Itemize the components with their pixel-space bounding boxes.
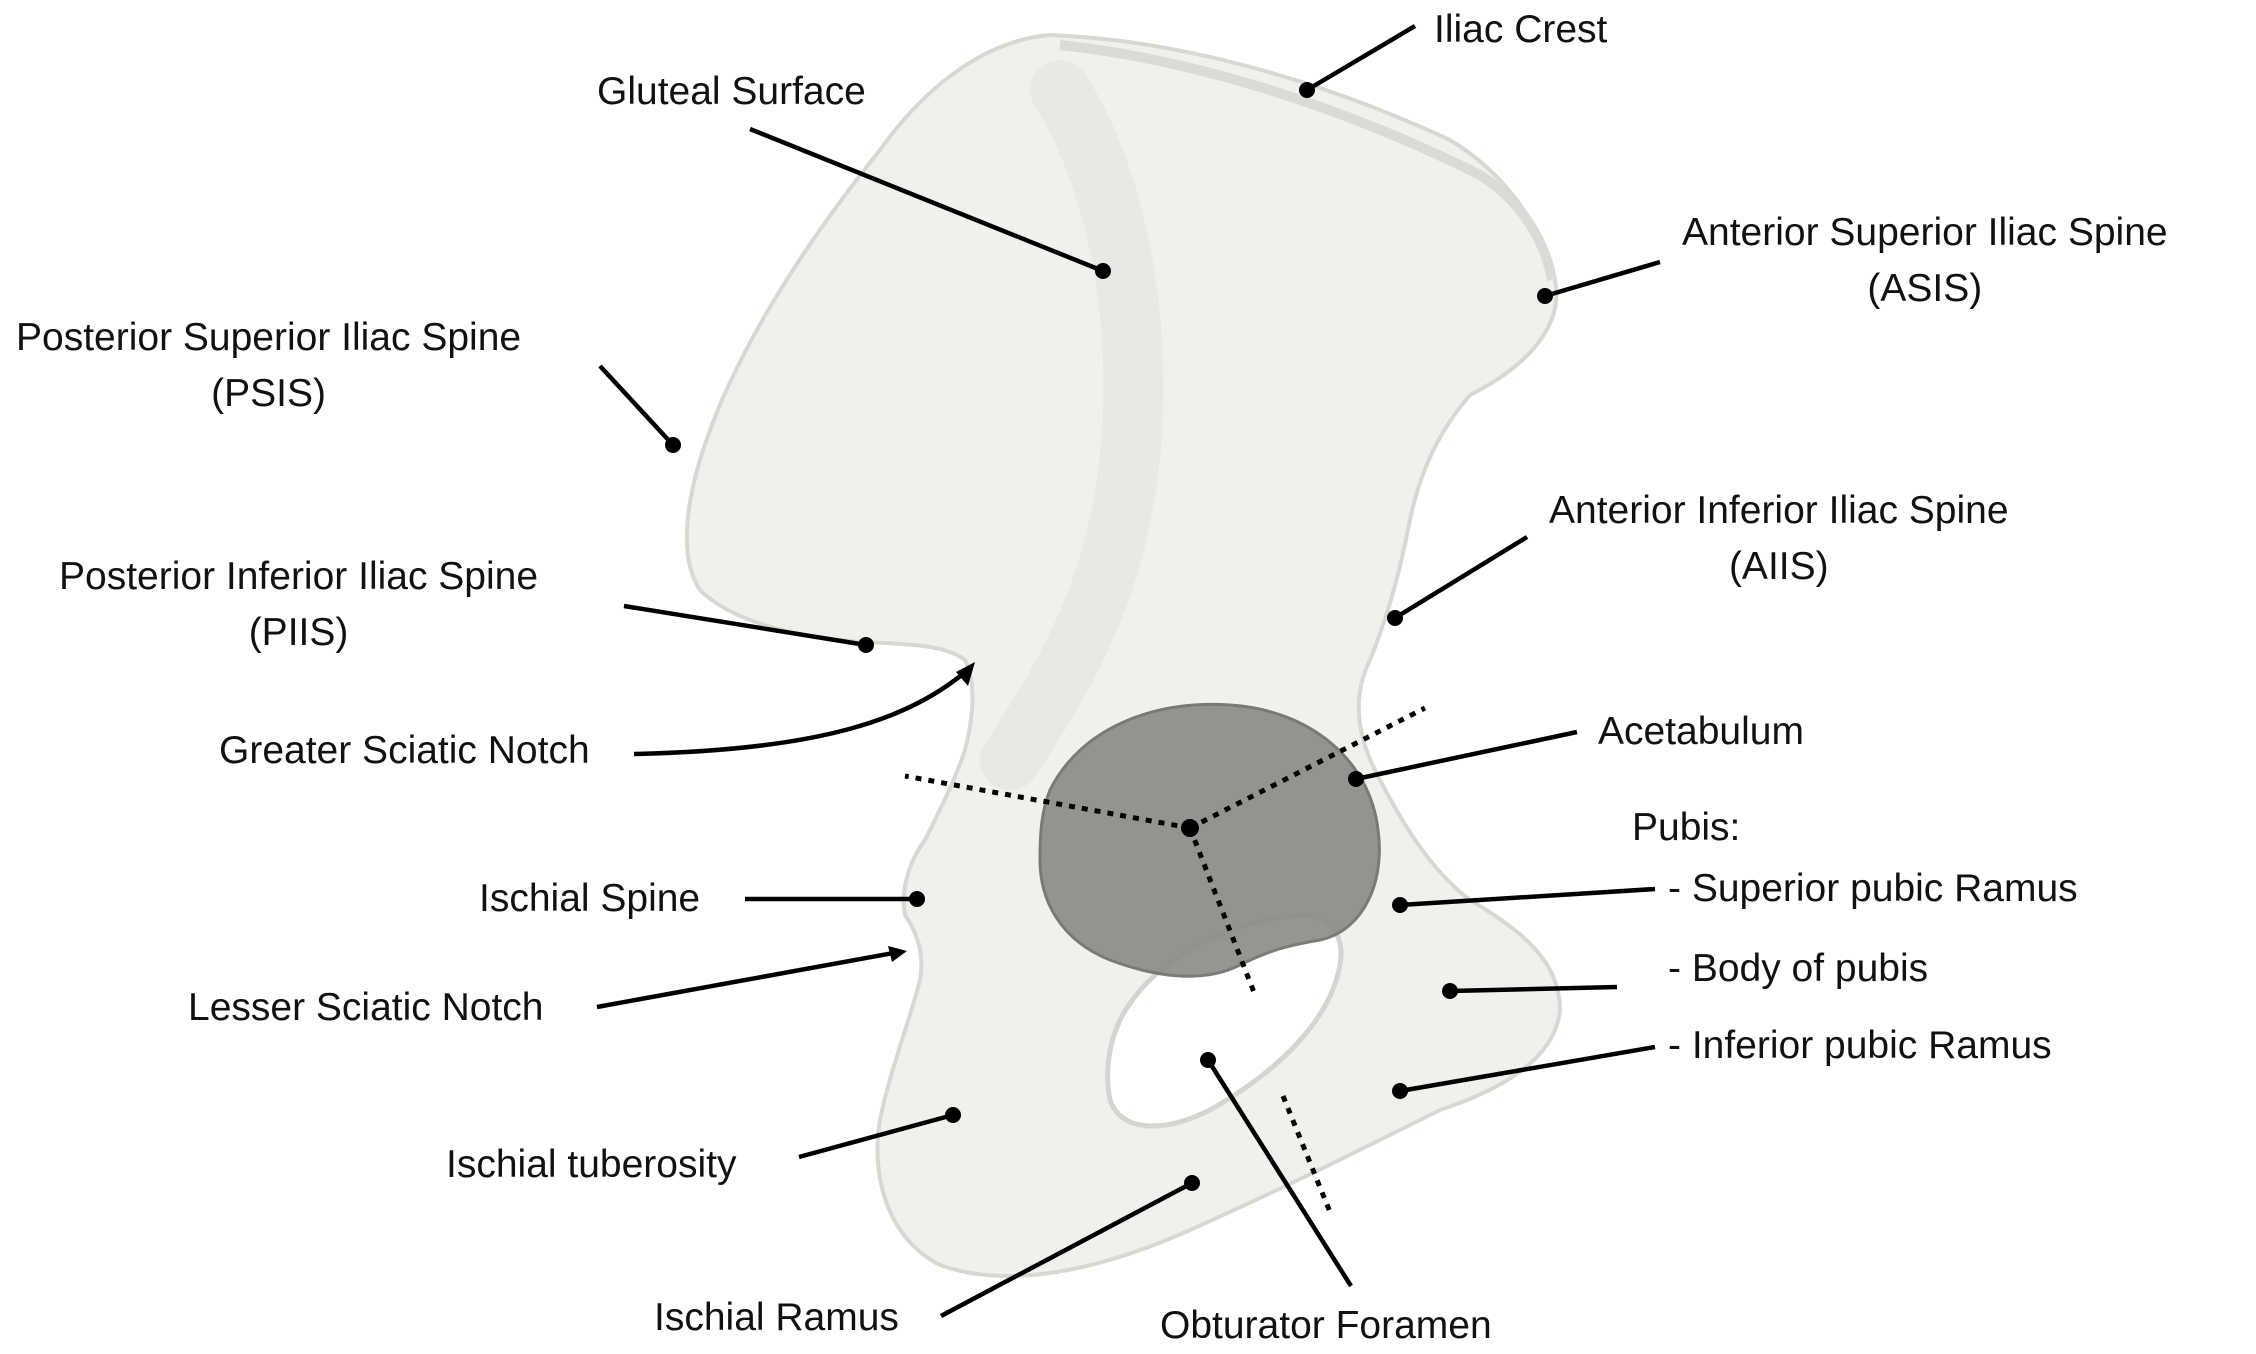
label-asis-line1: Anterior Superior Iliac Spine: [1682, 205, 2168, 261]
label-asis-line2: (ASIS): [1682, 261, 2168, 317]
dot-asis: [1537, 288, 1553, 304]
dot-iliac-crest: [1299, 82, 1315, 98]
dot-aiis: [1387, 610, 1403, 626]
acetabulum-region: [1040, 704, 1379, 976]
dot-inferior-pubic-ramus: [1392, 1083, 1408, 1099]
label-psis: Posterior Superior Iliac Spine (PSIS): [16, 310, 521, 422]
label-gluteal-surface: Gluteal Surface: [597, 64, 866, 120]
label-superior-pubic-ramus: - Superior pubic Ramus: [1668, 861, 2078, 917]
label-greater-sciatic-notch: Greater Sciatic Notch: [219, 723, 590, 779]
dot-gluteal-surface: [1095, 263, 1111, 279]
dot-obturator-foramen: [1200, 1052, 1216, 1068]
label-ischial-spine: Ischial Spine: [479, 871, 700, 927]
dot-acetabulum: [1348, 771, 1364, 787]
label-acetabulum: Acetabulum: [1598, 704, 1804, 760]
label-aiis-line2: (AIIS): [1549, 539, 2009, 595]
dot-psis: [665, 437, 681, 453]
arrowhead-lesser-sciatic-notch: [888, 946, 907, 962]
label-aiis-line1: Anterior Inferior Iliac Spine: [1549, 483, 2009, 539]
label-asis: Anterior Superior Iliac Spine (ASIS): [1682, 205, 2168, 317]
label-psis-line1: Posterior Superior Iliac Spine: [16, 310, 521, 366]
label-psis-line2: (PSIS): [16, 366, 521, 422]
dot-ischial-ramus: [1184, 1175, 1200, 1191]
dot-body-of-pubis: [1442, 983, 1458, 999]
dot-piis: [858, 637, 874, 653]
label-piis: Posterior Inferior Iliac Spine (PIIS): [59, 549, 538, 661]
dot-ischial-tuberosity: [945, 1107, 961, 1123]
label-obturator-foramen: Obturator Foramen: [1160, 1298, 1492, 1354]
label-lesser-sciatic-notch: Lesser Sciatic Notch: [188, 980, 543, 1036]
label-body-of-pubis: - Body of pubis: [1668, 941, 1928, 997]
label-ischial-ramus: Ischial Ramus: [654, 1290, 899, 1346]
label-aiis: Anterior Inferior Iliac Spine (AIIS): [1549, 483, 2009, 595]
label-inferior-pubic-ramus: - Inferior pubic Ramus: [1668, 1018, 2052, 1074]
label-pubis-heading: Pubis:: [1632, 800, 1740, 856]
label-iliac-crest: Iliac Crest: [1434, 2, 1607, 58]
label-ischial-tuberosity: Ischial tuberosity: [446, 1137, 736, 1193]
label-piis-line1: Posterior Inferior Iliac Spine: [59, 549, 538, 605]
label-piis-line2: (PIIS): [59, 605, 538, 661]
dot-acetabulum-center: [1181, 819, 1199, 837]
dot-ischial-spine: [909, 891, 925, 907]
dot-superior-pubic-ramus: [1392, 897, 1408, 913]
